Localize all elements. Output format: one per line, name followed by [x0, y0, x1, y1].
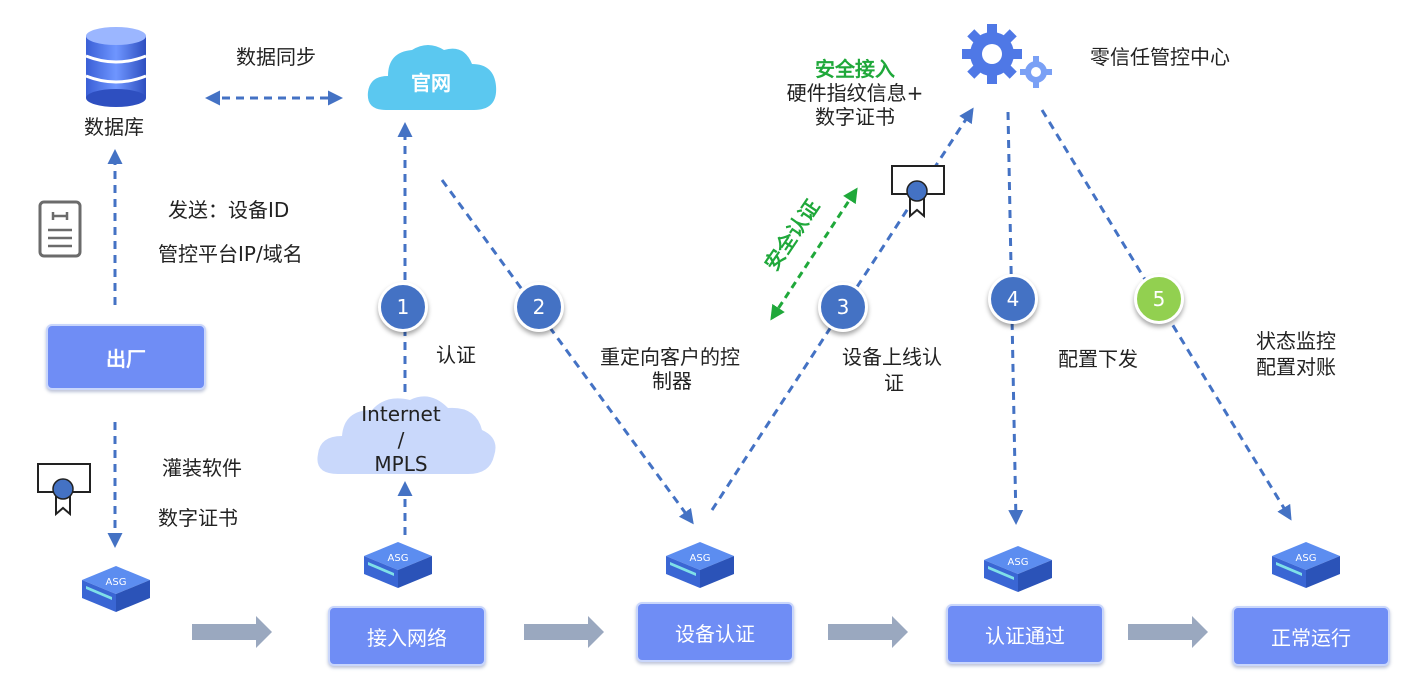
factory-box: 出厂 [46, 324, 206, 390]
official-site-cloud-icon [367, 45, 497, 110]
flow-arrows [192, 616, 1208, 648]
asg-device-icon: ASG [666, 542, 734, 588]
certificate-icon [891, 165, 945, 219]
asg-label: ASG [1296, 553, 1317, 564]
asg-label: ASG [388, 553, 409, 564]
database-label: 数据库 [84, 115, 144, 139]
step2-text-line1: 重定向客户的控 [600, 345, 740, 369]
step2-text-line2: 制器 [652, 369, 692, 393]
stage-auth-passed: 认证通过 [946, 604, 1104, 664]
flow-arrow-3 [828, 616, 908, 648]
network-line3: MPLS [374, 452, 428, 476]
step3-text-line1: 设备上线认 [842, 345, 942, 369]
secure-auth-arrow [770, 187, 858, 321]
step-badge-5: 5 [1134, 274, 1184, 324]
step3-text-line2: 证 [884, 371, 904, 395]
install-line1: 灌装软件 [162, 456, 242, 480]
document-icon [38, 200, 82, 258]
site-redirect-arrow [440, 179, 694, 525]
gear-icon [962, 24, 1052, 88]
step1-text: 认证 [436, 343, 476, 367]
asg-device-icon: ASG [1272, 542, 1340, 588]
network-cloud-icon [317, 396, 496, 474]
zt-center-label: 零信任管控中心 [1090, 45, 1230, 69]
step-badge-1: 1 [378, 282, 428, 332]
certificate-icon [37, 463, 91, 517]
network-line2: / [397, 428, 405, 452]
step-badge-3: 3 [818, 282, 868, 332]
secure-access-line2: 数字证书 [815, 105, 895, 129]
sync-label: 数据同步 [236, 45, 316, 69]
asg-label: ASG [690, 553, 711, 564]
flow-arrow-4 [1128, 616, 1208, 648]
stage-access-network: 接入网络 [328, 606, 486, 666]
asg-label: ASG [1008, 557, 1029, 568]
step4-text: 配置下发 [1058, 347, 1138, 371]
flow-arrow-1 [192, 616, 272, 648]
flow-arrow-2 [524, 616, 604, 648]
install-line2: 数字证书 [158, 506, 238, 530]
asg-label: ASG [106, 577, 127, 588]
asg-device-icon: ASG [984, 546, 1052, 592]
step5-text-line2: 配置对账 [1256, 355, 1336, 379]
secure-access-line1: 硬件指纹信息+ [786, 81, 924, 105]
network-line1: Internet [361, 402, 441, 426]
stage-normal-run: 正常运行 [1232, 606, 1390, 666]
center-config-arrow [1006, 111, 1024, 525]
database-icon [85, 27, 147, 107]
step5-text-line1: 状态监控 [1256, 329, 1336, 353]
send-line2: 管控平台IP/域名 [158, 242, 303, 266]
asg-device-icon: ASG [364, 542, 432, 588]
secure-access-title: 安全接入 [815, 57, 895, 81]
stage-device-auth: 设备认证 [636, 602, 794, 662]
step-badge-4: 4 [988, 274, 1038, 324]
send-line1: 发送：设备ID [168, 198, 290, 222]
official-site-label: 官网 [411, 71, 451, 95]
step-badge-2: 2 [514, 282, 564, 332]
asg-device-icon: ASG [82, 566, 150, 612]
